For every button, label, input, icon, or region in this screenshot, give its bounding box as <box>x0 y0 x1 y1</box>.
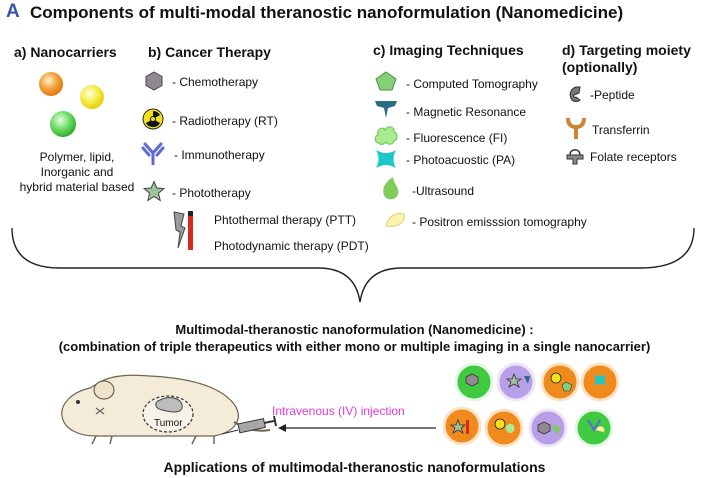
ultrasound-label: -Ultrasound <box>412 184 475 198</box>
bowtie-icon <box>376 150 396 168</box>
nanocarrier-green-sphere <box>50 111 76 137</box>
computed-tomography-label: - Computed Tomography <box>406 77 538 91</box>
magnetic-resonance-label: - Magnetic Resonance <box>406 105 527 119</box>
panel-letter: A <box>6 1 20 22</box>
folate-receptors-label: Folate receptors <box>590 150 677 164</box>
phototherapy-label: - Phototherapy <box>172 186 251 200</box>
nanoformulation-particles <box>442 362 620 448</box>
pdt-label: Photodynamic therapy (PDT) <box>214 239 369 253</box>
mouse-eye <box>76 400 80 404</box>
nanocarrier-line-1: Polymer, lipid, <box>39 150 115 164</box>
imaging-heading: c) Imaging Techniques <box>373 42 524 58</box>
summary-line-2: (combination of triple therapeutics with… <box>58 339 651 354</box>
nanocarrier-spheres <box>39 72 104 137</box>
nanocarrier-line-2: Inorganic and <box>40 165 114 179</box>
nanocarrier-description: Polymer, lipid, Inorganic and hybrid mat… <box>2 150 152 195</box>
mouse-cross-mark <box>95 407 105 415</box>
syringe-icon <box>221 415 277 435</box>
photoacoustic-label: - Photoacuostic (PA) <box>406 153 516 167</box>
chemotherapy-label: - Chemotherapy <box>172 75 259 89</box>
targeting-heading-line-1: d) Targeting moiety <box>562 42 691 58</box>
leaf-icon <box>385 213 405 227</box>
pet-label: - Positron emisssion tomography <box>412 215 587 229</box>
nanocarrier-line-3: hybrid material based <box>19 180 135 194</box>
injection-label: Intravenous (IV) injection <box>272 404 405 418</box>
applications-footer: Applications of multimodal-theranostic n… <box>163 459 546 475</box>
cloud-icon <box>374 126 398 145</box>
immunotherapy-label: - Immunotherapy <box>174 148 265 162</box>
photo-therapy-pair-icon <box>173 211 193 250</box>
arrow-head <box>278 424 286 432</box>
hexagon-icon <box>145 71 163 91</box>
radiation-icon <box>142 108 164 130</box>
application-illustration: Tumor Intravenous (IV) injection <box>61 362 620 448</box>
summary-line-1: Multimodal-theranostic nanoformulation (… <box>175 322 534 337</box>
transferrin-label: Transferrin <box>592 123 650 137</box>
radiotherapy-label: - Radiotherapy (RT) <box>172 114 278 128</box>
cancer-therapy-heading: b) Cancer Therapy <box>148 44 271 60</box>
targeting-heading-line-2: (optionally) <box>562 59 638 75</box>
star-icon <box>143 180 165 202</box>
targeting-heading: d) Targeting moiety (optionally) <box>562 42 691 76</box>
ptt-label: Phtothermal therapy (PTT) <box>214 213 357 227</box>
figure-title: Components of multi-modal theranostic na… <box>30 3 624 22</box>
peptide-icon <box>569 86 581 102</box>
ptt-bolt-icon <box>173 211 186 249</box>
pentagon-icon <box>375 71 397 91</box>
folate-receptor-icon <box>566 149 584 165</box>
magnet-icon <box>375 101 397 118</box>
fluorescence-label: - Fluorescence (FI) <box>406 131 508 145</box>
nanocarrier-orange-sphere <box>39 72 63 96</box>
antibody-icon <box>141 142 165 165</box>
transferrin-icon <box>566 118 586 139</box>
tumor-mass <box>155 397 183 413</box>
nanocarriers-heading: a) Nanocarriers <box>14 44 117 60</box>
droplet-icon <box>383 177 399 200</box>
peptide-label: -Peptide <box>590 88 635 102</box>
tumor-label: Tumor <box>154 418 183 429</box>
mouse-ear <box>93 380 115 400</box>
pdt-bar-icon <box>188 214 193 250</box>
nanocarrier-yellow-sphere <box>80 85 104 109</box>
mouse-illustration: Tumor <box>61 374 271 445</box>
